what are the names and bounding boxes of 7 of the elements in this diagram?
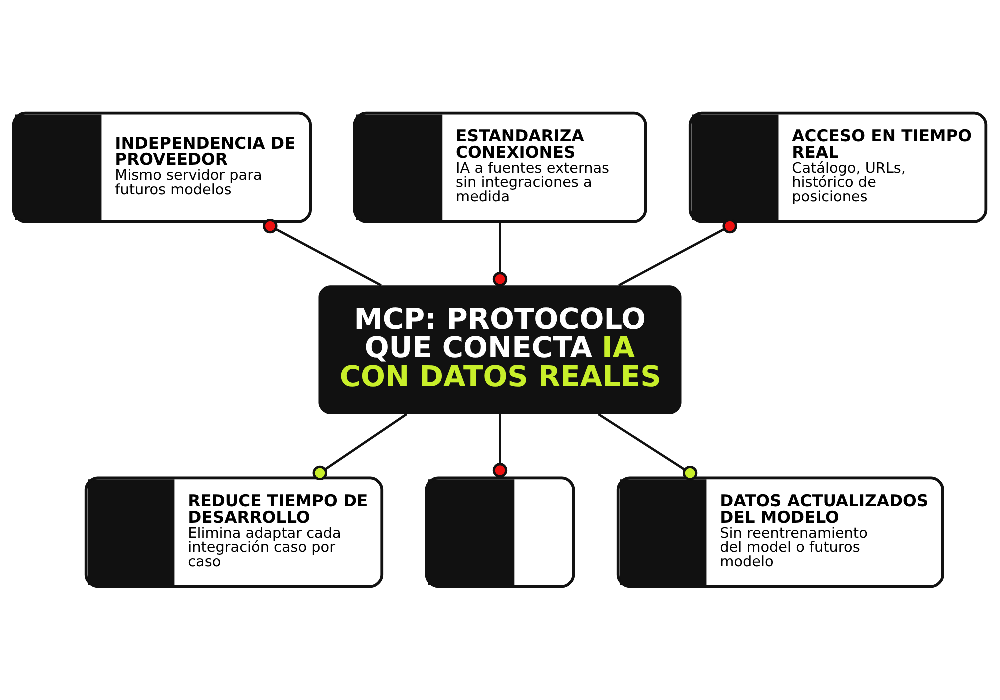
node-box: MCP: PROTOCOLO QUE CONECTA IA CON DATOS REALES [318, 286, 682, 414]
connector [492, 414, 508, 478]
connector [598, 413, 698, 481]
connector [312, 413, 408, 481]
connector [492, 223, 508, 287]
connector [263, 218, 382, 287]
connector [618, 218, 738, 287]
